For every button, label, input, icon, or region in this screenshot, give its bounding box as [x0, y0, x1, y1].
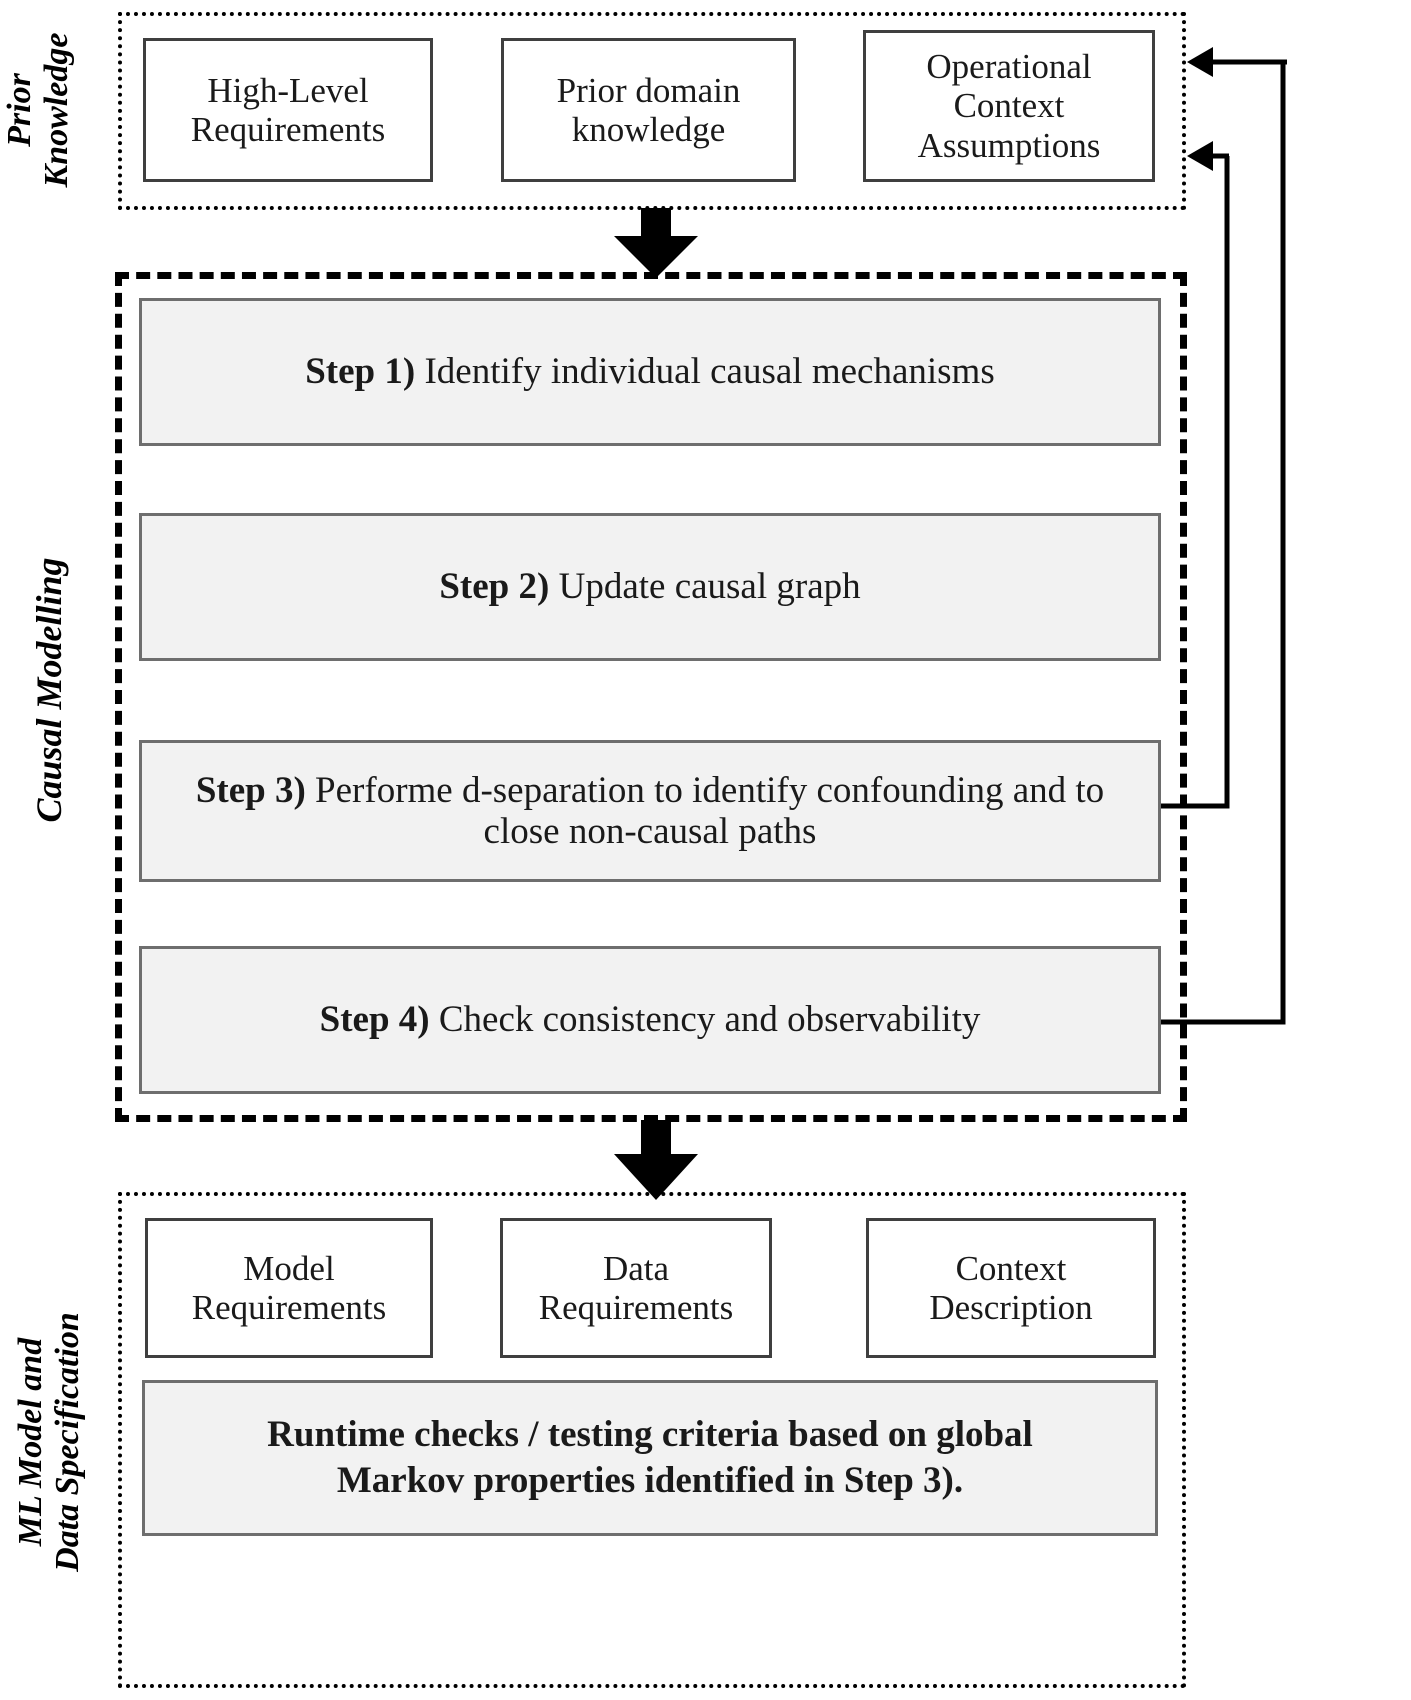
section-label-prior-knowledge: Prior Knowledge	[1, 32, 75, 188]
step-number: Step 3)	[195, 769, 306, 811]
section-label-ml-model-and-data-specification: ML Model and Data Specification	[12, 1312, 86, 1572]
node-step-3[interactable]: Step 3) Performe d-separation to identif…	[139, 740, 1161, 882]
node-text: Step 3) Performe d-separation to identif…	[156, 770, 1144, 853]
node-label: High-Level Requirements	[190, 70, 386, 149]
step-number: Step 1)	[305, 351, 416, 393]
node-high-level-requirements[interactable]: High-Level Requirements	[143, 38, 433, 182]
step-text: Check consistency and observability	[429, 999, 981, 1041]
section-causal-modelling	[115, 272, 1187, 1122]
step-number: Step 2)	[439, 566, 550, 608]
node-step-1[interactable]: Step 1) Identify individual causal mecha…	[139, 298, 1161, 446]
node-label: Prior domain knowledge	[556, 70, 741, 149]
node-step-2[interactable]: Step 2) Update causal graph	[139, 513, 1161, 661]
node-label: Model Requirements	[191, 1248, 387, 1327]
node-label: Runtime checks / testing criteria based …	[267, 1413, 1033, 1501]
node-label: Data Requirements	[538, 1248, 734, 1327]
node-data-requirements[interactable]: Data Requirements	[500, 1218, 772, 1358]
node-text: Step 4) Check consistency and observabil…	[320, 999, 981, 1040]
node-runtime-checks[interactable]: Runtime checks / testing criteria based …	[142, 1380, 1158, 1536]
node-text: Step 1) Identify individual causal mecha…	[305, 351, 995, 392]
arrow-prior-to-causal	[608, 208, 704, 278]
step-text: Performe d-separation to identify confou…	[305, 769, 1105, 852]
step-text: Identify individual causal mechanisms	[415, 351, 995, 393]
step-text: Update causal graph	[549, 566, 861, 608]
node-label: Operational Context Assumptions	[917, 47, 1101, 165]
section-ml-model-and-data-specification	[118, 1192, 1186, 1688]
section-label-causal-modelling: Causal Modelling	[29, 557, 69, 823]
node-prior-domain-knowledge[interactable]: Prior domain knowledge	[501, 38, 796, 182]
arrow-causal-to-ml	[608, 1120, 704, 1200]
node-step-4[interactable]: Step 4) Check consistency and observabil…	[139, 946, 1161, 1094]
node-text: Step 2) Update causal graph	[439, 566, 860, 607]
node-context-description[interactable]: Context Description	[866, 1218, 1156, 1358]
feedback-step3-to-operational-context	[1155, 130, 1411, 830]
node-label: Context Description	[929, 1248, 1093, 1327]
feedback-step4-to-operational-context	[1155, 47, 1411, 1040]
node-model-requirements[interactable]: Model Requirements	[145, 1218, 433, 1358]
step-number: Step 4)	[319, 999, 430, 1041]
node-operational-context-assumptions[interactable]: Operational Context Assumptions	[863, 30, 1155, 182]
